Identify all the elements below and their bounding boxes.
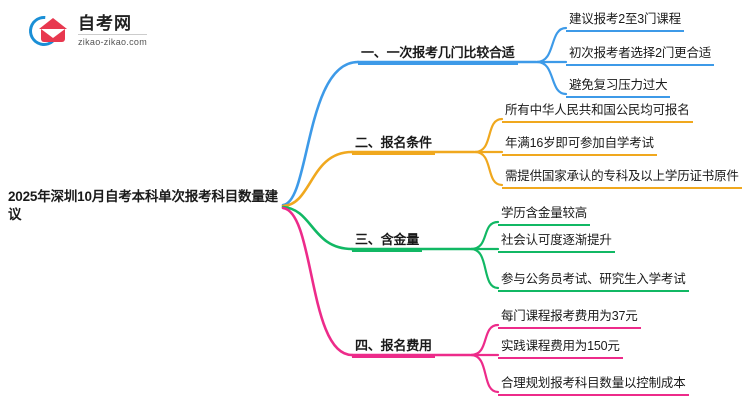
link-root-branch4	[281, 206, 354, 357]
leaf-node-2-1-label: 所有中华人民共和国公民均可报名	[505, 103, 690, 117]
leaf-node-1-1[interactable]: 建议报考2至3门课程	[566, 11, 684, 32]
branch-node-2-label: 二、报名条件	[355, 135, 432, 150]
leaf-node-4-2[interactable]: 实践课程费用为150元	[498, 338, 623, 359]
leaf-node-1-2[interactable]: 初次报考者选择2门更合适	[566, 45, 715, 66]
leaf-node-2-1[interactable]: 所有中华人民共和国公民均可报名	[502, 102, 693, 123]
branch-node-2[interactable]: 二、报名条件	[352, 134, 435, 155]
leaf-node-4-2-label: 实践课程费用为150元	[501, 339, 620, 353]
leaf-node-3-3-label: 参与公务员考试、研究生入学考试	[501, 272, 686, 286]
link-branch1-child3	[535, 60, 568, 96]
graduation-cap-icon	[22, 9, 70, 53]
leaf-node-2-3[interactable]: 需提供国家承认的专科及以上学历证书原件	[502, 168, 742, 189]
leaf-node-4-1[interactable]: 每门课程报考费用为37元	[498, 308, 641, 329]
leaf-node-2-2-label: 年满16岁即可参加自学考试	[505, 136, 654, 150]
root-node[interactable]: 2025年深圳10月自考本科单次报考科目数量建议	[8, 189, 278, 222]
leaf-node-4-1-label: 每门课程报考费用为37元	[501, 309, 638, 323]
leaf-node-3-2-label: 社会认可度逐渐提升	[501, 233, 612, 247]
logo-title: 自考网	[78, 14, 148, 35]
leaf-node-3-1-label: 学历含金量较高	[501, 206, 588, 220]
branch-node-3-label: 三、含金量	[355, 232, 420, 247]
leaf-node-3-3[interactable]: 参与公务员考试、研究生入学考试	[498, 271, 689, 292]
logo-cap-notch	[41, 29, 65, 38]
logo-url: zikao-zikao.com	[78, 37, 148, 47]
logo-cap-top	[39, 18, 67, 29]
leaf-node-1-2-label: 初次报考者选择2门更合适	[569, 46, 712, 60]
branch-node-3[interactable]: 三、含金量	[352, 231, 423, 252]
link-branch1-child1	[535, 26, 568, 64]
leaf-node-4-3[interactable]: 合理规划报考科目数量以控制成本	[498, 375, 689, 396]
branch-node-4-label: 四、报名费用	[355, 338, 432, 353]
leaf-node-1-3-label: 避免复习压力过大	[569, 78, 668, 92]
site-logo: 自考网 zikao-zikao.com	[22, 9, 178, 53]
link-branch4-child3	[469, 353, 500, 394]
link-root-branch3	[281, 205, 354, 251]
link-branch2-child3	[473, 150, 504, 187]
leaf-node-3-1[interactable]: 学历含金量较高	[498, 205, 591, 226]
logo-text-block: 自考网 zikao-zikao.com	[78, 14, 148, 48]
leaf-node-1-1-label: 建议报考2至3门课程	[569, 12, 681, 26]
link-branch3-child3	[469, 247, 500, 290]
link-branch4-child1	[469, 323, 500, 357]
leaf-node-2-2[interactable]: 年满16岁即可参加自学考试	[502, 135, 657, 156]
link-root-branch2	[281, 150, 354, 208]
link-root-branch1	[281, 60, 360, 207]
branch-node-1[interactable]: 一、一次报考几门比较合适	[358, 44, 518, 65]
branch-node-4[interactable]: 四、报名费用	[352, 337, 435, 358]
link-branch2-child1	[473, 117, 504, 154]
leaf-node-1-3[interactable]: 避免复习压力过大	[566, 77, 671, 98]
branch-node-1-label: 一、一次报考几门比较合适	[361, 45, 515, 60]
link-branch3-child1	[469, 220, 500, 251]
leaf-node-3-2[interactable]: 社会认可度逐渐提升	[498, 232, 615, 253]
leaf-node-2-3-label: 需提供国家承认的专科及以上学历证书原件	[505, 169, 739, 183]
leaf-node-4-3-label: 合理规划报考科目数量以控制成本	[501, 376, 686, 390]
